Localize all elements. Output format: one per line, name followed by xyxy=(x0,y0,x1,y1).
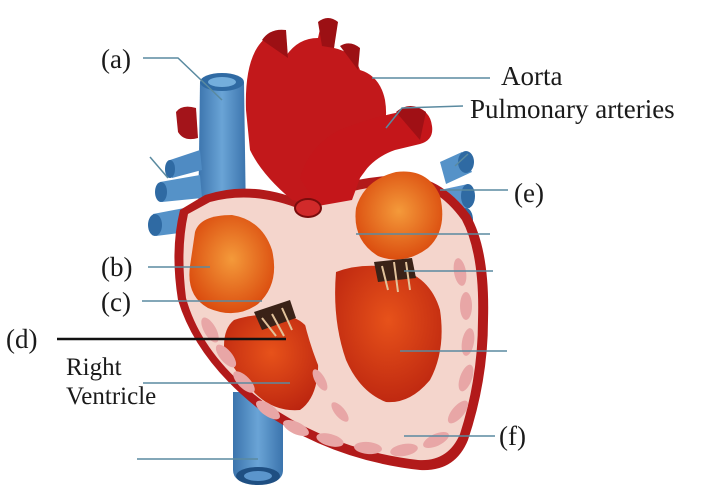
small-artery-left xyxy=(176,107,198,139)
label-b: (b) xyxy=(101,254,132,281)
label-f: (f) xyxy=(499,423,526,450)
label-c: (c) xyxy=(101,289,131,316)
label-d: (d) xyxy=(6,326,37,353)
semilunar-valve xyxy=(295,199,321,217)
label-right-ventricle-line2: Ventricle xyxy=(66,382,156,411)
label-e: (e) xyxy=(514,180,544,207)
label-pulmonary-arteries: Pulmonary arteries xyxy=(470,96,675,123)
label-right-ventricle: Right Ventricle xyxy=(66,353,156,411)
label-aorta: Aorta xyxy=(501,63,562,90)
label-a: (a) xyxy=(101,46,131,73)
label-right-ventricle-line1: Right xyxy=(66,353,156,382)
